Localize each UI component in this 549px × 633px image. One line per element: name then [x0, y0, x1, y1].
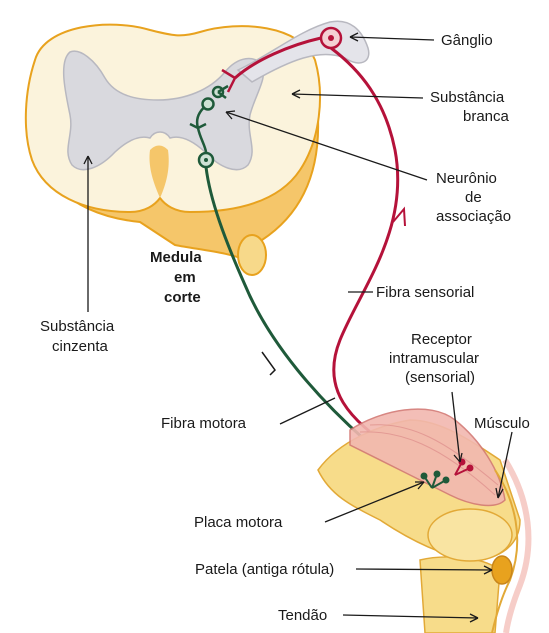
label-fibra-motora: Fibra motora	[161, 415, 247, 432]
label-patela: Patela (antiga rótula)	[195, 561, 334, 578]
ganglion-cell	[321, 28, 341, 48]
label-substancia-branca-line2: branca	[463, 108, 510, 125]
knee-leg	[318, 409, 528, 633]
label-neuronio-line2: de	[465, 189, 482, 206]
motor-direction-arrow	[262, 352, 275, 375]
label-ganglio: Gânglio	[441, 32, 493, 49]
label-receptor-line2: intramuscular	[389, 350, 479, 367]
label-placa-motora: Placa motora	[194, 514, 283, 531]
label-medula-line3: corte	[164, 289, 201, 306]
label-fibra-sensorial: Fibra sensorial	[376, 284, 474, 301]
label-medula-line1: Medula	[150, 249, 202, 266]
label-tendao: Tendão	[278, 607, 327, 624]
label-substancia-branca-line1: Substância	[430, 89, 505, 106]
label-receptor-line1: Receptor	[411, 331, 472, 348]
fibra-motora-pointer	[280, 398, 335, 424]
label-substancia-cinzenta-line1: Substância	[40, 318, 115, 335]
label-neuronio-line1: Neurônio	[436, 170, 497, 187]
label-substancia-cinzenta-line2: cinzenta	[52, 338, 109, 355]
label-receptor-line3: (sensorial)	[405, 369, 475, 386]
motor-neuron-body	[199, 153, 213, 167]
label-medula-line2: em	[174, 269, 196, 286]
label-musculo: Músculo	[474, 415, 530, 432]
patella	[492, 556, 512, 584]
label-neuronio-line3: associação	[436, 208, 511, 225]
